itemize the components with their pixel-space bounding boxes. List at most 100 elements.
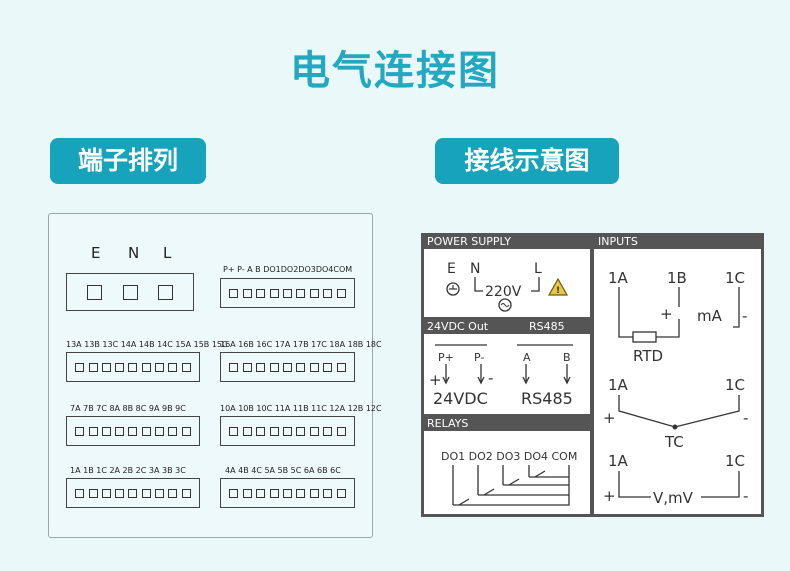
terminal-slot [229,288,239,298]
tc-1c: 1C [725,376,745,394]
terminal-slot [242,488,252,498]
rtd-resistor [632,331,657,343]
rs485-header: RS485 [529,320,565,333]
terminal-slot [323,362,333,372]
terminal-slot [128,362,138,372]
vdc-plus: + [429,371,442,389]
terminal-slot [115,488,125,498]
v-label: V,mV [653,489,694,507]
terminal-slot [256,288,266,298]
row2-right-strip [220,416,355,446]
terminal-slot [101,426,111,436]
terminal-slot [229,426,239,436]
terminal-slot [336,426,346,436]
terminal-n-label: N [128,244,140,262]
row1-right-strip [220,352,355,382]
terminal-slot [168,426,178,436]
warning-icon [547,277,569,296]
tag-wiring: 接线示意图 [435,138,619,184]
ps-n: N [470,261,480,277]
comm-terminal-labels: P+ P- A B DO1DO2DO3DO4COM [223,265,353,274]
row3-right-labels: 4A 4B 4C 5A 5B 5C 6A 6B 6C [225,466,341,475]
terminal-slot [101,362,111,372]
vdc-pplus: P+ [438,351,454,364]
terminal-slot [242,288,252,298]
vdc-pminus: P- [474,351,484,364]
terminal-slot [296,362,306,372]
ground-icon [446,282,460,296]
terminal-slot [309,426,319,436]
rtd-minus: - [742,307,747,325]
terminal-slot [296,426,306,436]
terminal-slot [269,426,279,436]
v-plus: + [603,487,616,505]
terminal-slot [75,362,85,372]
row3-left-labels: 1A 1B 1C 2A 2B 2C 3A 3B 3C [70,466,186,475]
terminal-slot [269,488,279,498]
ps-l: L [534,261,542,277]
terminal-slot [88,488,98,498]
relays-header: RELAYS [427,417,468,430]
terminal-slot [336,488,346,498]
row3-left-strip [66,478,200,508]
relay-terminals: DO1 DO2 DO3 DO4 COM [441,450,577,463]
terminal-slot [282,288,292,298]
terminal-slot [229,362,239,372]
ps-voltage: 220V [485,284,522,300]
terminal-slot [157,284,173,300]
terminal-slot [269,288,279,298]
terminal-slot [256,488,266,498]
rtd-1a: 1A [608,269,629,287]
terminal-slot [256,426,266,436]
rtd-label: RTD [633,347,663,365]
vdc-header: 24VDC Out [427,320,489,333]
terminal-slot [75,488,85,498]
terminal-slot [282,362,292,372]
terminal-slot [168,362,178,372]
terminal-slot [181,426,191,436]
rs485-b: B [563,351,571,364]
v-1a: 1A [608,452,629,470]
terminal-slot [336,362,346,372]
terminal-slot [256,362,266,372]
power-supply-header: POWER SUPPLY [427,235,511,248]
v-minus: - [743,487,748,505]
tc-label: TC [664,433,684,451]
terminal-slot [141,488,151,498]
terminal-slot [242,426,252,436]
terminal-slot [87,284,103,300]
terminal-slot [323,488,333,498]
ps-e: E [447,261,456,277]
tag-terminals: 端子排列 [50,138,206,184]
terminal-slot [336,288,346,298]
terminal-slot [141,362,151,372]
inputs-header: INPUTS [598,235,638,248]
tc-minus: - [743,409,748,427]
terminal-slot [88,426,98,436]
vdc-label: 24VDC [433,389,488,408]
terminal-slot [128,488,138,498]
tc-1a: 1A [608,376,629,394]
tc-plus: + [603,409,616,427]
terminal-slot [282,426,292,436]
row2-left-strip [66,416,200,446]
comm-terminal-strip [220,278,355,308]
terminal-slot [155,362,165,372]
terminal-slot [242,362,252,372]
terminal-slot [309,288,319,298]
rtd-1b: 1B [667,269,687,287]
rtd-1c: 1C [725,269,745,287]
rtd-plus: + [660,305,673,323]
terminal-slot [229,488,239,498]
terminal-slot [296,288,306,298]
terminal-slot [168,488,178,498]
terminal-slot [141,426,151,436]
terminal-slot [75,426,85,436]
row3-right-strip [220,478,355,508]
wiring-diagram: POWER SUPPLY INPUTS 24VDC Out RS485 RELA… [421,233,764,517]
terminal-slot [115,426,125,436]
terminal-slot [323,426,333,436]
terminal-slot [181,488,191,498]
row2-left-labels: 7A 7B 7C 8A 8B 8C 9A 9B 9C [70,404,186,413]
terminal-slot [323,288,333,298]
